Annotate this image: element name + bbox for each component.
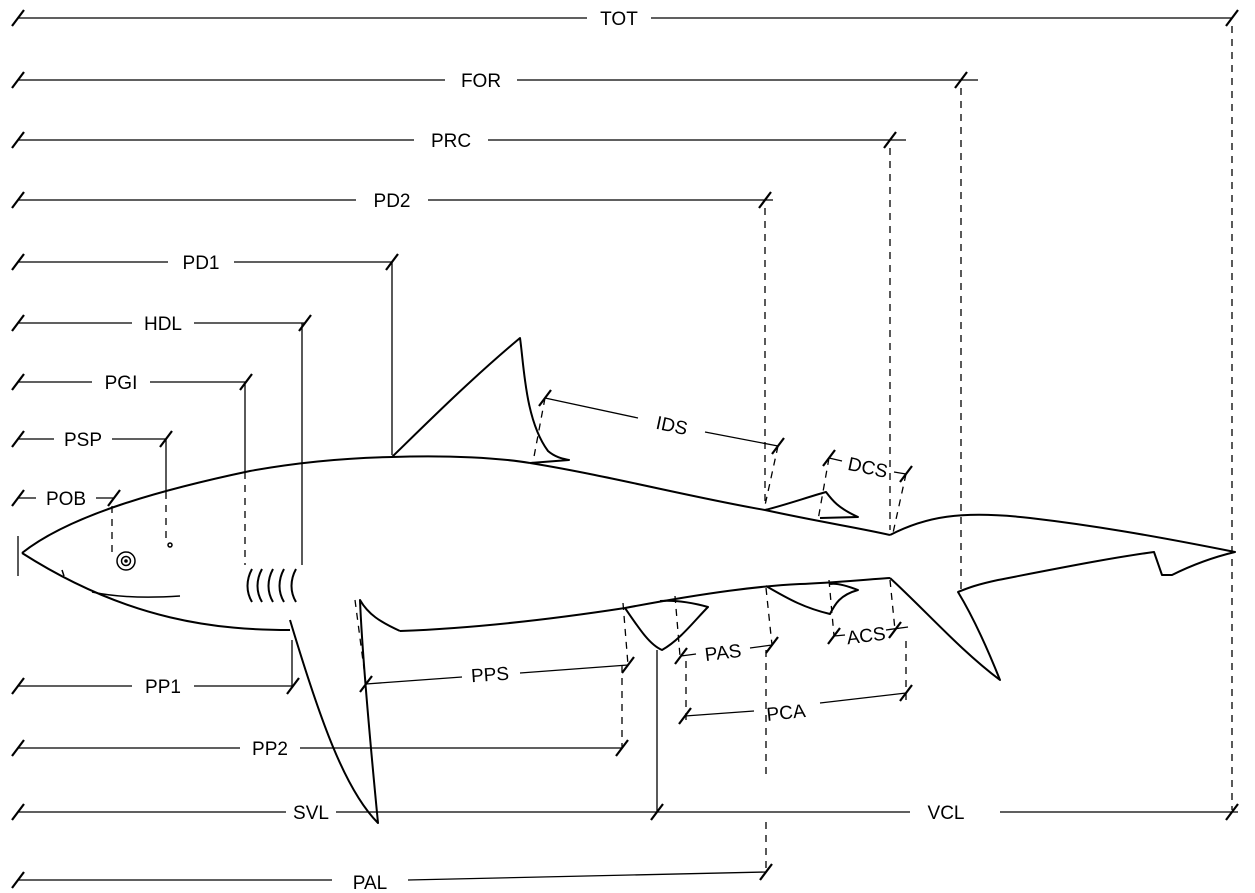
label-ids: IDS bbox=[654, 413, 689, 440]
label-hdl: HDL bbox=[144, 314, 182, 335]
shark-mouth bbox=[91, 591, 181, 598]
label-vcl: VCL bbox=[928, 803, 965, 824]
measure-pgi: PGI bbox=[11, 373, 253, 565]
shark-head-underside bbox=[21, 552, 291, 631]
label-pp1: PP1 bbox=[145, 677, 181, 698]
measure-pd2: PD2 bbox=[11, 191, 773, 505]
shark-nostril bbox=[61, 569, 65, 577]
shark-eye-pupil bbox=[124, 559, 128, 563]
measure-tot: TOT bbox=[11, 9, 1239, 810]
second-dorsal-fin bbox=[764, 491, 859, 519]
dimension-lines: TOT FOR PRC PD2 bbox=[11, 9, 1239, 893]
measure-pas: PAS bbox=[674, 587, 779, 666]
shark-ventral-profile bbox=[399, 577, 891, 632]
caudal-fin bbox=[889, 513, 1236, 681]
label-pp2: PP2 bbox=[252, 739, 288, 760]
shark-eye-outer bbox=[116, 551, 136, 571]
measure-acs: ACS bbox=[827, 579, 909, 650]
label-for: FOR bbox=[461, 71, 501, 92]
label-pps: PPS bbox=[470, 664, 509, 688]
measure-dcs: DCS bbox=[817, 449, 913, 534]
measure-hdl: HDL bbox=[11, 314, 312, 565]
pectoral-fin bbox=[289, 599, 401, 824]
anal-fin bbox=[765, 582, 859, 615]
label-dcs: DCS bbox=[846, 454, 890, 483]
measure-pp2: PP2 bbox=[11, 665, 629, 760]
measure-vcl: VCL bbox=[657, 803, 1239, 824]
shark-spiracle bbox=[167, 542, 173, 548]
measure-svl: SVL bbox=[11, 803, 664, 824]
label-pgi: PGI bbox=[105, 373, 138, 394]
measure-pca: PCA bbox=[678, 684, 913, 726]
label-psp: PSP bbox=[64, 430, 102, 451]
label-pal: PAL bbox=[353, 873, 388, 893]
measure-for: FOR bbox=[11, 71, 978, 590]
measure-ids: IDS bbox=[532, 389, 785, 511]
label-prc: PRC bbox=[431, 131, 471, 152]
measure-pal: PAL bbox=[11, 863, 773, 893]
label-pd1: PD1 bbox=[183, 253, 220, 274]
first-dorsal-fin bbox=[391, 337, 570, 464]
measure-pps: PPS bbox=[354, 599, 635, 693]
shark-outline bbox=[21, 337, 1236, 824]
shark-dorsal-profile bbox=[21, 455, 531, 554]
label-svl: SVL bbox=[293, 803, 329, 824]
label-pas: PAS bbox=[704, 641, 743, 666]
label-pd2: PD2 bbox=[374, 191, 411, 212]
measure-pp1: PP1 bbox=[11, 640, 300, 698]
measure-psp: PSP bbox=[11, 430, 173, 540]
measure-pd1: PD1 bbox=[11, 253, 399, 455]
gill-slits bbox=[246, 568, 297, 603]
pelvic-fin bbox=[624, 599, 709, 651]
label-tot: TOT bbox=[600, 9, 638, 30]
measure-pob: POB bbox=[11, 489, 121, 552]
measure-prc: PRC bbox=[11, 131, 906, 530]
label-acs: ACS bbox=[846, 624, 887, 650]
shark-eye-iris bbox=[120, 555, 132, 567]
label-pca: PCA bbox=[766, 701, 807, 726]
shark-back bbox=[529, 462, 891, 536]
label-pob: POB bbox=[46, 489, 86, 510]
